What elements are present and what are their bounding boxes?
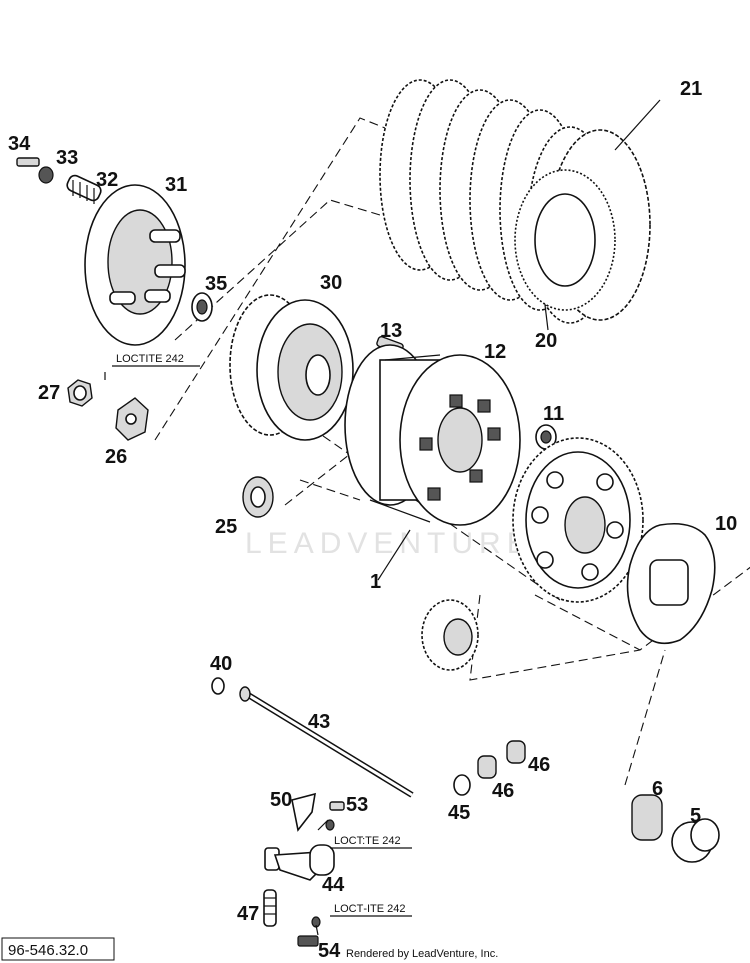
svg-text:LOCT‑ITE 242: LOCT‑ITE 242 <box>334 903 406 915</box>
primary-gear <box>512 437 644 603</box>
callout: 46 <box>492 780 514 802</box>
loctite-note-53: LOCT:TE 242 <box>330 835 412 849</box>
washer-40 <box>211 677 225 695</box>
svg-text:LOCTITE 242: LOCTITE 242 <box>116 353 184 365</box>
callout: 43 <box>308 711 330 733</box>
push-rod <box>239 686 414 798</box>
bearing-35 <box>191 292 213 322</box>
callout: 21 <box>680 78 702 100</box>
svg-text:96-546.32.0: 96-546.32.0 <box>8 942 88 959</box>
nut-and-lock-washer <box>67 379 149 441</box>
callout: 45 <box>448 802 470 824</box>
callout: 46 <box>528 754 550 776</box>
callout: 31 <box>165 174 187 196</box>
callout: 30 <box>320 272 342 294</box>
callout: 6 <box>652 778 663 800</box>
bearing-and-sleeve <box>631 794 720 863</box>
callout: 12 <box>484 341 506 363</box>
callout: 11 <box>543 403 564 425</box>
leader-lines <box>104 99 661 936</box>
diagram-code: 96-546.32.0 <box>1 937 115 961</box>
callout: 54 <box>318 940 341 962</box>
callout: 26 <box>105 446 127 468</box>
callout: 5 <box>690 805 701 827</box>
callout: 27 <box>38 382 60 404</box>
callout: 25 <box>215 516 237 538</box>
callout: 33 <box>56 147 78 169</box>
callout: 47 <box>237 903 259 925</box>
callout: 40 <box>210 653 232 675</box>
loctite-note-27: LOCTITE 242 <box>112 353 200 367</box>
svg-text:LOCT:TE 242: LOCT:TE 242 <box>334 835 401 847</box>
pressure-plate <box>84 184 186 346</box>
release-lever-assembly <box>263 792 345 947</box>
callout: 34 <box>8 133 31 155</box>
callout: 20 <box>535 330 557 352</box>
clutch-basket <box>344 344 521 526</box>
callout: 50 <box>270 789 292 811</box>
inner-clutch-hub <box>229 294 354 441</box>
bolt-washer-spring <box>16 157 102 204</box>
damper-plate <box>626 522 716 645</box>
callout: 10 <box>715 513 737 535</box>
drive-gear <box>421 599 479 671</box>
clutch-plate-stack <box>379 79 651 324</box>
loctite-note-54: LOCT‑ITE 242 <box>330 903 412 917</box>
thrust-washer <box>242 476 274 518</box>
callout: 44 <box>322 874 345 896</box>
needle-bearings <box>453 740 526 796</box>
callout: 53 <box>346 794 368 816</box>
callout: 35 <box>205 273 227 295</box>
watermark: LEADVENTURE <box>245 527 533 560</box>
footer-credit: Rendered by LeadVenture, Inc. <box>346 948 498 960</box>
callout: 1 <box>370 571 381 593</box>
callout: 32 <box>96 169 118 191</box>
callout-labels: 1 5 6 10 11 12 13 20 21 25 26 27 30 31 3… <box>8 78 737 962</box>
callout: 13 <box>380 320 402 342</box>
